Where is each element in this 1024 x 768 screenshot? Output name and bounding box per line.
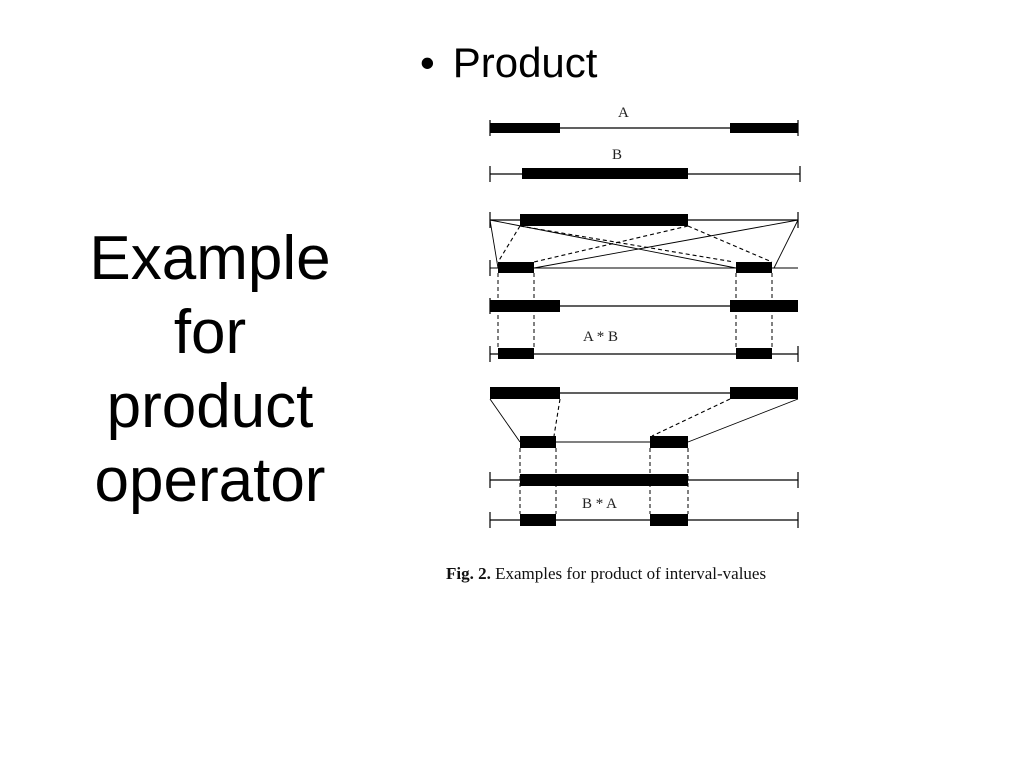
ab-map-line-3 <box>773 219 799 269</box>
ab-dash-3 <box>533 225 689 263</box>
interval-product-figure: A B <box>440 96 830 596</box>
ab-a-interval-2 <box>730 300 798 312</box>
ab-top-b-interval <box>520 214 688 226</box>
ba-mapped-interval-1 <box>520 436 556 448</box>
ba-dash-2 <box>651 398 731 437</box>
a-times-b-construction <box>489 212 799 362</box>
ab-mapped-interval-1 <box>498 262 534 273</box>
bullet-marker: • <box>420 39 435 86</box>
row-b-interval <box>522 168 688 179</box>
ba-map-line-2 <box>687 398 799 443</box>
row-a <box>489 120 799 136</box>
figure-caption: Fig. 2. Examples for product of interval… <box>446 564 846 584</box>
ab-dash-4 <box>687 225 773 263</box>
ba-top-a-interval-1 <box>490 387 560 399</box>
ba-result-interval-1 <box>520 514 556 526</box>
label-b: B <box>612 147 622 163</box>
ba-result-interval-2 <box>650 514 688 526</box>
row-a-interval-2 <box>730 123 798 133</box>
row-b <box>489 166 801 182</box>
ba-top-a-interval-2 <box>730 387 798 399</box>
row-a-interval-1 <box>490 123 560 133</box>
ab-dash-2 <box>519 225 735 263</box>
ab-mapped-interval-2 <box>736 262 772 273</box>
bullet-text: Product <box>452 39 598 86</box>
ab-a-interval-1 <box>490 300 560 312</box>
label-b-times-a: B * A <box>582 496 617 512</box>
ab-result-interval-1 <box>498 348 534 359</box>
b-times-a-construction <box>489 387 799 528</box>
slide-title: Example for product operator <box>60 222 360 518</box>
interval-diagram: A B <box>489 105 801 528</box>
slide-title-line-2: for <box>173 298 247 367</box>
ba-map-line-1 <box>489 398 521 443</box>
ab-dash-1 <box>497 225 521 263</box>
label-a: A <box>618 105 629 121</box>
ab-map-line-4 <box>489 219 499 269</box>
slide-title-line-4: operator <box>94 446 326 515</box>
figure-caption-text: Examples for product of interval-values <box>490 564 767 583</box>
ab-map-line-2 <box>533 219 799 269</box>
ba-dash-1 <box>553 398 561 437</box>
bullet-item-product: • Product <box>420 38 597 88</box>
ab-result-interval-2 <box>736 348 772 359</box>
ba-mapped-interval-2 <box>650 436 688 448</box>
ba-b-interval <box>520 474 688 486</box>
figure-caption-prefix: Fig. 2. <box>446 564 491 583</box>
slide-title-line-3: product <box>106 372 314 441</box>
slide-title-line-1: Example <box>89 224 331 293</box>
label-a-times-b: A * B <box>583 329 618 345</box>
